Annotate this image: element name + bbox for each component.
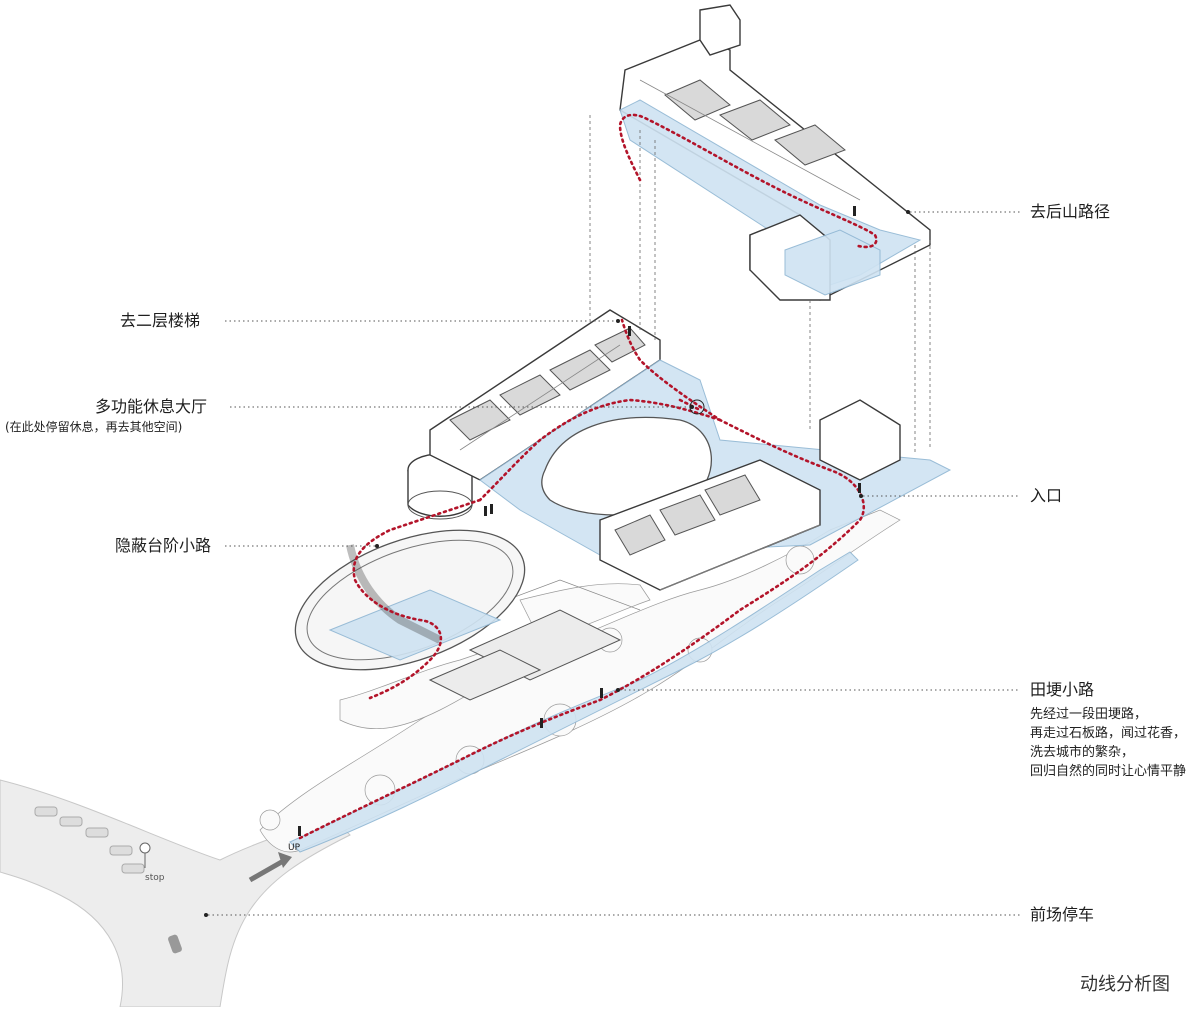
stop-mark: stop — [145, 873, 165, 883]
circulation-route — [298, 113, 878, 840]
field-path-note-line: 洗去城市的繁杂， — [1030, 745, 1135, 760]
label-field-path: 田埂小路 — [1030, 680, 1095, 699]
label-entrance: 入口 — [1030, 486, 1063, 505]
upper-rooms — [639, 79, 861, 201]
up-mark: UP — [288, 843, 301, 853]
guest-rooms-upper — [449, 327, 646, 451]
guest-rooms-lower — [599, 459, 821, 591]
road — [0, 779, 351, 1008]
stair-tower — [699, 4, 741, 56]
direction-arrow — [248, 857, 287, 883]
stop-sign-icon — [139, 842, 151, 854]
field-path-note-line: 回归自然的同时让心情平静 — [1030, 764, 1187, 779]
leader-lines — [204, 210, 1020, 917]
oval-ramp — [294, 529, 526, 671]
label-lounge: 多功能休息大厅 — [95, 397, 208, 416]
field-path-note-line: 先经过一段田埂路， — [1030, 707, 1148, 722]
terraces — [428, 579, 641, 701]
upper-building — [619, 4, 931, 301]
field-path-notes: 先经过一段田埂路， 再走过石板路，闻过花香， 洗去城市的繁杂， 回归自然的同时让… — [1030, 705, 1186, 781]
parked-car — [168, 934, 182, 954]
parking-spots — [34, 806, 145, 874]
projection-lines — [589, 115, 931, 455]
people — [298, 206, 861, 836]
entrance-block — [819, 399, 901, 481]
arrow-head-icon — [278, 852, 292, 868]
field-path-note-line: 再走过石板路，闻过花香， — [1030, 726, 1187, 741]
label-lounge-note: (在此处停留休息，再去其他空间) — [5, 420, 183, 434]
label-back-hill-path: 去后山路径 — [1030, 202, 1111, 221]
label-hidden-steps: 隐蔽台阶小路 — [115, 536, 212, 555]
label-front-parking: 前场停车 — [1030, 905, 1095, 924]
label-stairs-to-2f: 去二层楼梯 — [120, 311, 201, 330]
figure-title: 动线分析图 — [1080, 974, 1170, 995]
